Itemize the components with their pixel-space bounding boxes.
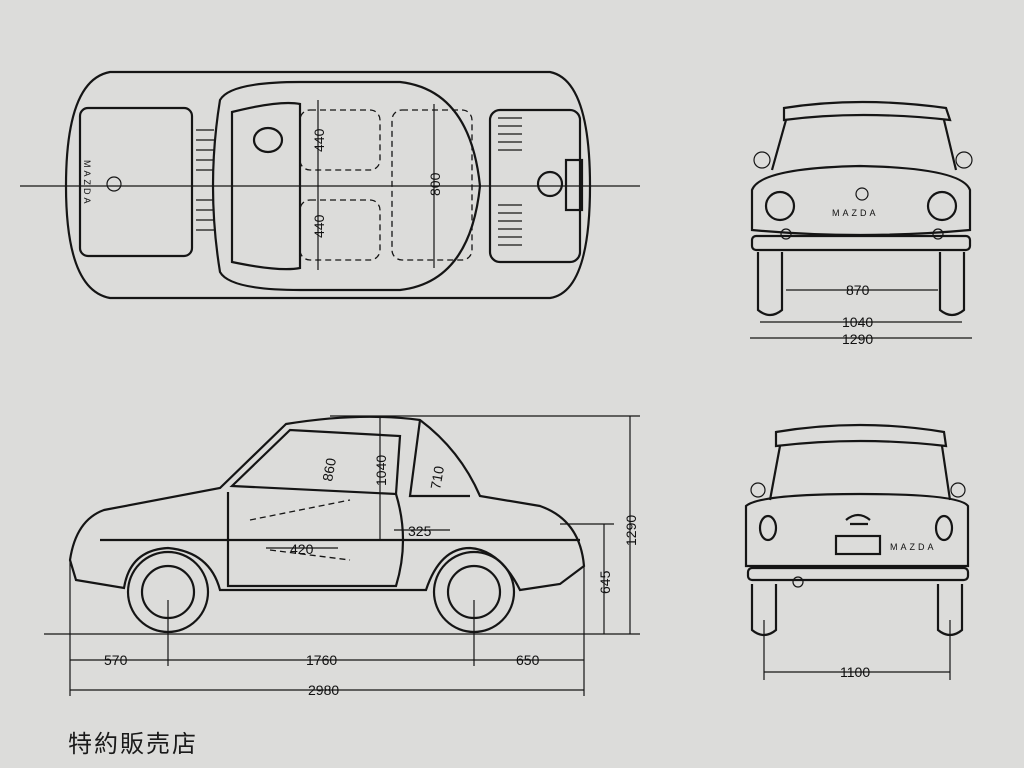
dim-front-track: 1040 (842, 314, 873, 330)
dim-rear-height: 710 (427, 465, 447, 491)
dim-rear-overhang: 650 (516, 652, 540, 668)
dim-front-seat: 420 (290, 541, 314, 557)
dim-seat-rear: 440 (311, 214, 327, 238)
dim-front-track-inner: 870 (846, 282, 870, 298)
dim-interior-width: 800 (427, 172, 443, 196)
top-view: MAZDA 440 440 800 (20, 70, 640, 300)
dim-rear-track: 1100 (840, 664, 870, 680)
dim-seat-front: 440 (311, 128, 327, 152)
dim-body-height: 645 (597, 570, 613, 594)
dim-door-height: 1040 (373, 455, 389, 486)
dim-overall-length: 2980 (308, 682, 339, 698)
dim-front-overhang: 570 (104, 652, 128, 668)
rear-view: MAZDA 1100 (744, 423, 970, 680)
dim-rear-seat: 325 (408, 523, 432, 539)
rear-logo: MAZDA (890, 542, 937, 552)
hood-logo: MAZDA (82, 160, 92, 207)
dim-overall-width: 1290 (842, 331, 873, 347)
dim-wheelbase: 1760 (306, 652, 337, 668)
front-logo: MAZDA (832, 208, 879, 218)
dim-interior-height: 860 (319, 457, 339, 483)
dim-overall-height: 1290 (623, 515, 639, 546)
side-view: 860 1040 710 325 420 1290 645 570 1760 6… (44, 415, 640, 698)
front-view: MAZDA 870 1040 1290 (750, 100, 973, 347)
dealer-label: 特約販売店 (68, 730, 198, 758)
